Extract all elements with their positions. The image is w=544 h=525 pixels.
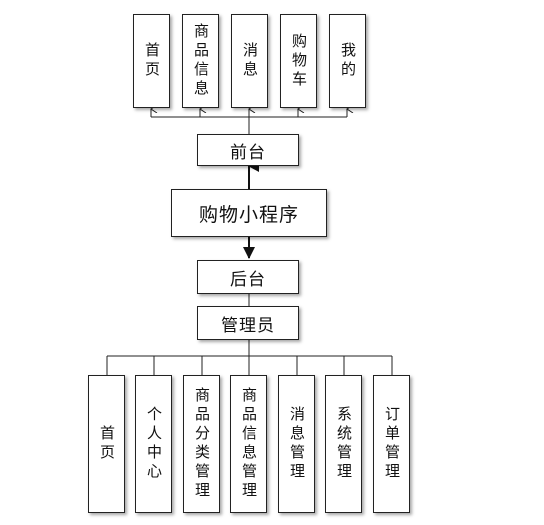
backend-label: 后台 <box>230 269 266 290</box>
frontend-module-label: 我的 <box>339 42 357 80</box>
admin-label: 管理员 <box>221 315 275 336</box>
admin-module-label: 商品分类管理 <box>193 387 211 501</box>
backend-node: 后台 <box>197 260 299 294</box>
admin-module-label: 首页 <box>98 425 116 463</box>
frontend-module-product-info: 商品信息 <box>182 14 219 108</box>
frontend-module-messages: 消息 <box>231 14 268 108</box>
admin-module-label: 个人中心 <box>145 406 163 482</box>
frontend-label: 前台 <box>230 142 266 163</box>
admin-module-label: 订单管理 <box>383 406 401 482</box>
app-label: 购物小程序 <box>198 203 299 226</box>
frontend-module-label: 首页 <box>143 42 161 80</box>
frontend-node: 前台 <box>197 134 299 166</box>
admin-module-system-management: 系统管理 <box>325 375 362 513</box>
admin-module-order-management: 订单管理 <box>373 375 410 513</box>
admin-node: 管理员 <box>197 306 299 340</box>
admin-module-category-management: 商品分类管理 <box>183 375 220 513</box>
frontend-module-label: 商品信息 <box>192 23 210 99</box>
admin-module-label: 商品信息管理 <box>240 387 258 501</box>
app-node: 购物小程序 <box>171 189 327 237</box>
admin-module-product-management: 商品信息管理 <box>230 375 267 513</box>
admin-module-message-management: 消息管理 <box>278 375 315 513</box>
admin-module-label: 消息管理 <box>288 406 306 482</box>
admin-module-personal-center: 个人中心 <box>135 375 172 513</box>
admin-module-label: 系统管理 <box>335 406 353 482</box>
backend-arrowhead <box>243 247 255 259</box>
frontend-module-label: 购物车 <box>290 32 308 90</box>
frontend-module-label: 消息 <box>241 42 259 80</box>
frontend-module-mine: 我的 <box>329 14 366 108</box>
admin-module-home: 首页 <box>88 375 125 513</box>
frontend-module-cart: 购物车 <box>280 14 317 108</box>
frontend-module-home: 首页 <box>133 14 170 108</box>
